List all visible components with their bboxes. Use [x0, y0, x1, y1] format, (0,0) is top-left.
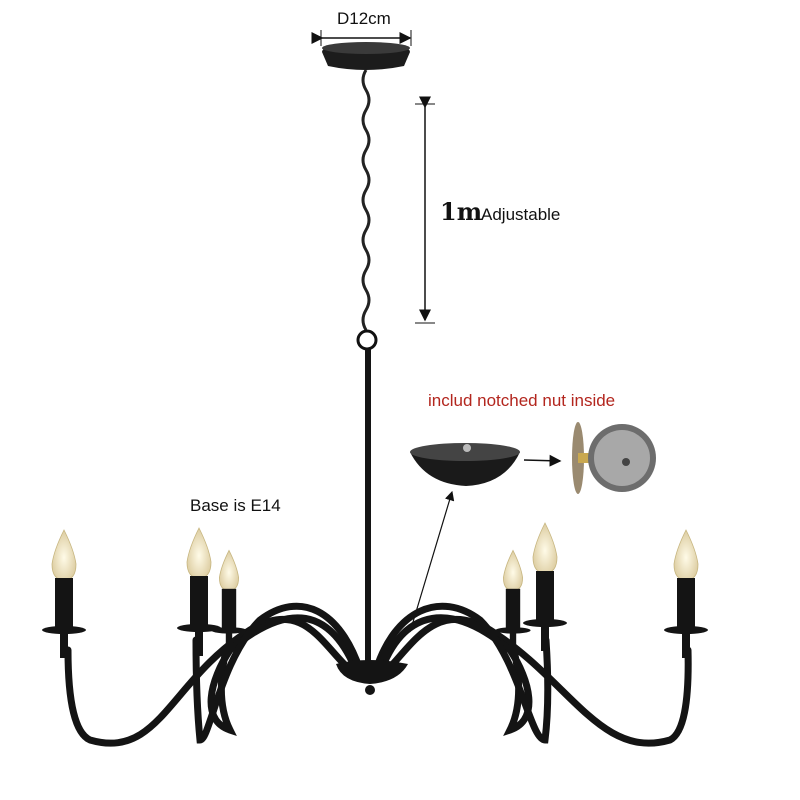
- detail-arrow: [523, 454, 562, 467]
- arms: [64, 602, 692, 747]
- chain: [361, 69, 371, 331]
- candle-5: [523, 522, 567, 651]
- canopy: [322, 42, 410, 70]
- bulb: [673, 529, 699, 581]
- rod: [365, 349, 371, 665]
- notched-nut-detail: [572, 422, 656, 494]
- candle-holders: [42, 522, 708, 658]
- bulb: [51, 529, 77, 581]
- bulb: [532, 522, 558, 574]
- finial: [365, 685, 375, 695]
- length-dimension: 1m Adjustable: [415, 96, 560, 324]
- canopy-width-dimension: D12cm: [311, 9, 412, 46]
- candle-4: [495, 549, 531, 653]
- candle-6: [664, 529, 708, 658]
- canopy-diameter-label: D12cm: [337, 9, 391, 28]
- bulb: [218, 549, 240, 591]
- length-value: 1m: [440, 197, 482, 226]
- ring: [356, 329, 378, 351]
- nut-note: includ notched nut inside: [428, 391, 615, 410]
- canopy-detail-dish: [410, 443, 520, 486]
- candle-3: [211, 549, 247, 653]
- pointer-arrow: [409, 490, 455, 633]
- candle-2: [177, 527, 221, 656]
- candle-1: [42, 529, 86, 658]
- bulb: [502, 549, 524, 591]
- base-note: Base is E14: [190, 496, 281, 515]
- center-bowl: [336, 660, 408, 684]
- bulb: [186, 527, 212, 579]
- length-label: Adjustable: [481, 205, 560, 224]
